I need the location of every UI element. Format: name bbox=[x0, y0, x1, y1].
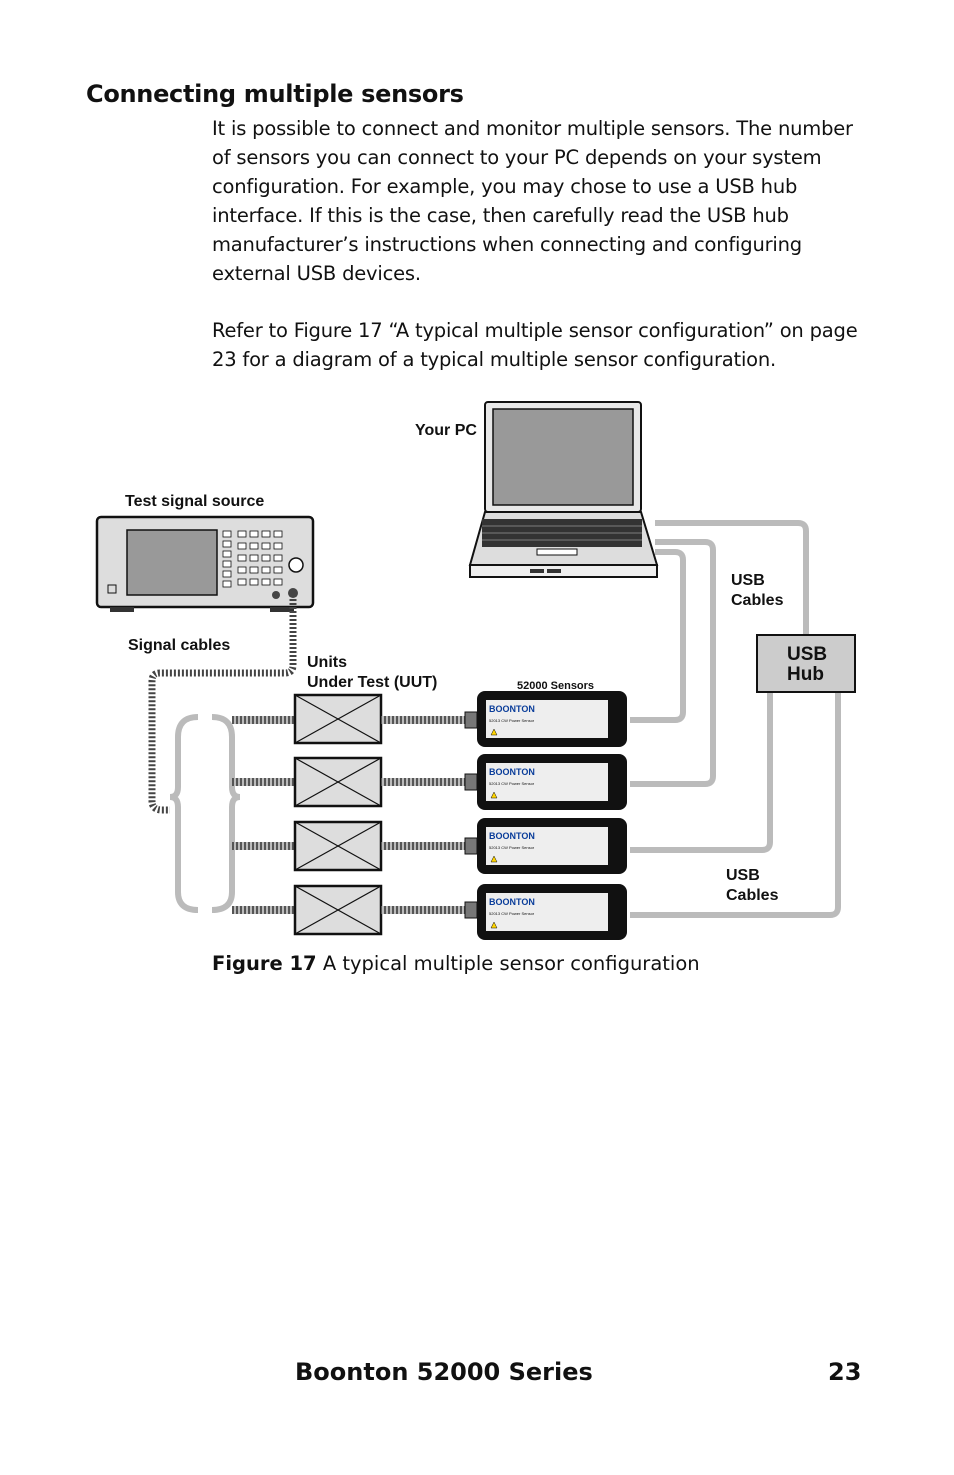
svg-text:52013 CW Power Sensor: 52013 CW Power Sensor bbox=[489, 911, 535, 916]
usb-cables-top-label-2: Cables bbox=[731, 592, 784, 609]
uut-row-3: BOONTON 52013 CW Power Sensor bbox=[232, 818, 627, 874]
usb-cables-top-label-1: USB bbox=[731, 572, 765, 589]
your-pc-label: Your PC bbox=[415, 422, 477, 439]
signal-cables-label: Signal cables bbox=[128, 637, 230, 654]
brace-icon bbox=[169, 714, 241, 913]
units-label: Units bbox=[307, 654, 347, 671]
section-heading: Connecting multiple sensors bbox=[86, 80, 464, 108]
usb-cable-1 bbox=[630, 549, 686, 723]
page-number: 23 bbox=[828, 1358, 862, 1386]
signal-generator-icon bbox=[95, 515, 315, 612]
svg-text:BOONTON: BOONTON bbox=[489, 704, 535, 714]
usb-cables-bottom-label-1: USB bbox=[726, 867, 760, 884]
test-signal-source-label: Test signal source bbox=[125, 493, 264, 510]
uut-label: Under Test (UUT) bbox=[307, 674, 437, 691]
usb-cables-bottom-label-2: Cables bbox=[726, 887, 779, 904]
laptop-icon bbox=[468, 401, 659, 578]
svg-text:BOONTON: BOONTON bbox=[489, 897, 535, 907]
uut-row-1: BOONTON 52013 CW Power Sensor bbox=[232, 691, 627, 747]
figure-caption: Figure 17 A typical multiple sensor conf… bbox=[212, 952, 700, 975]
uut-row-2: BOONTON 52013 CW Power Sensor bbox=[232, 754, 627, 810]
intro-paragraph: It is possible to connect and monitor mu… bbox=[212, 117, 853, 285]
svg-text:BOONTON: BOONTON bbox=[489, 831, 535, 841]
svg-text:52013 CW Power Sensor: 52013 CW Power Sensor bbox=[489, 845, 535, 850]
usb-cable-2 bbox=[630, 539, 716, 787]
figure-reference-paragraph: Refer to Figure 17 “A typical multiple s… bbox=[212, 319, 858, 371]
footer-title: Boonton 52000 Series bbox=[295, 1358, 593, 1386]
usb-cable-3 bbox=[630, 692, 773, 853]
svg-text:52013 CW Power Sensor: 52013 CW Power Sensor bbox=[489, 781, 535, 786]
usb-cable-4 bbox=[630, 692, 841, 918]
sensors-label: 52000 Sensors bbox=[517, 680, 594, 692]
multiple-sensor-diagram: Your PC Test signal source Signal cables… bbox=[95, 401, 856, 940]
signal-cable bbox=[148, 595, 297, 814]
usb-hub bbox=[756, 634, 856, 693]
figure-number: Figure 17 bbox=[212, 952, 317, 975]
uut-row-4: BOONTON 52013 CW Power Sensor bbox=[232, 884, 627, 940]
figure-caption-text: A typical multiple sensor configuration bbox=[316, 952, 700, 975]
usb-hub-label-1: USB bbox=[787, 644, 827, 665]
svg-text:52013 CW Power Sensor: 52013 CW Power Sensor bbox=[489, 718, 535, 723]
svg-text:BOONTON: BOONTON bbox=[489, 767, 535, 777]
usb-hub-label-2: Hub bbox=[787, 664, 824, 685]
usb-cable-pc-hub bbox=[655, 520, 809, 637]
